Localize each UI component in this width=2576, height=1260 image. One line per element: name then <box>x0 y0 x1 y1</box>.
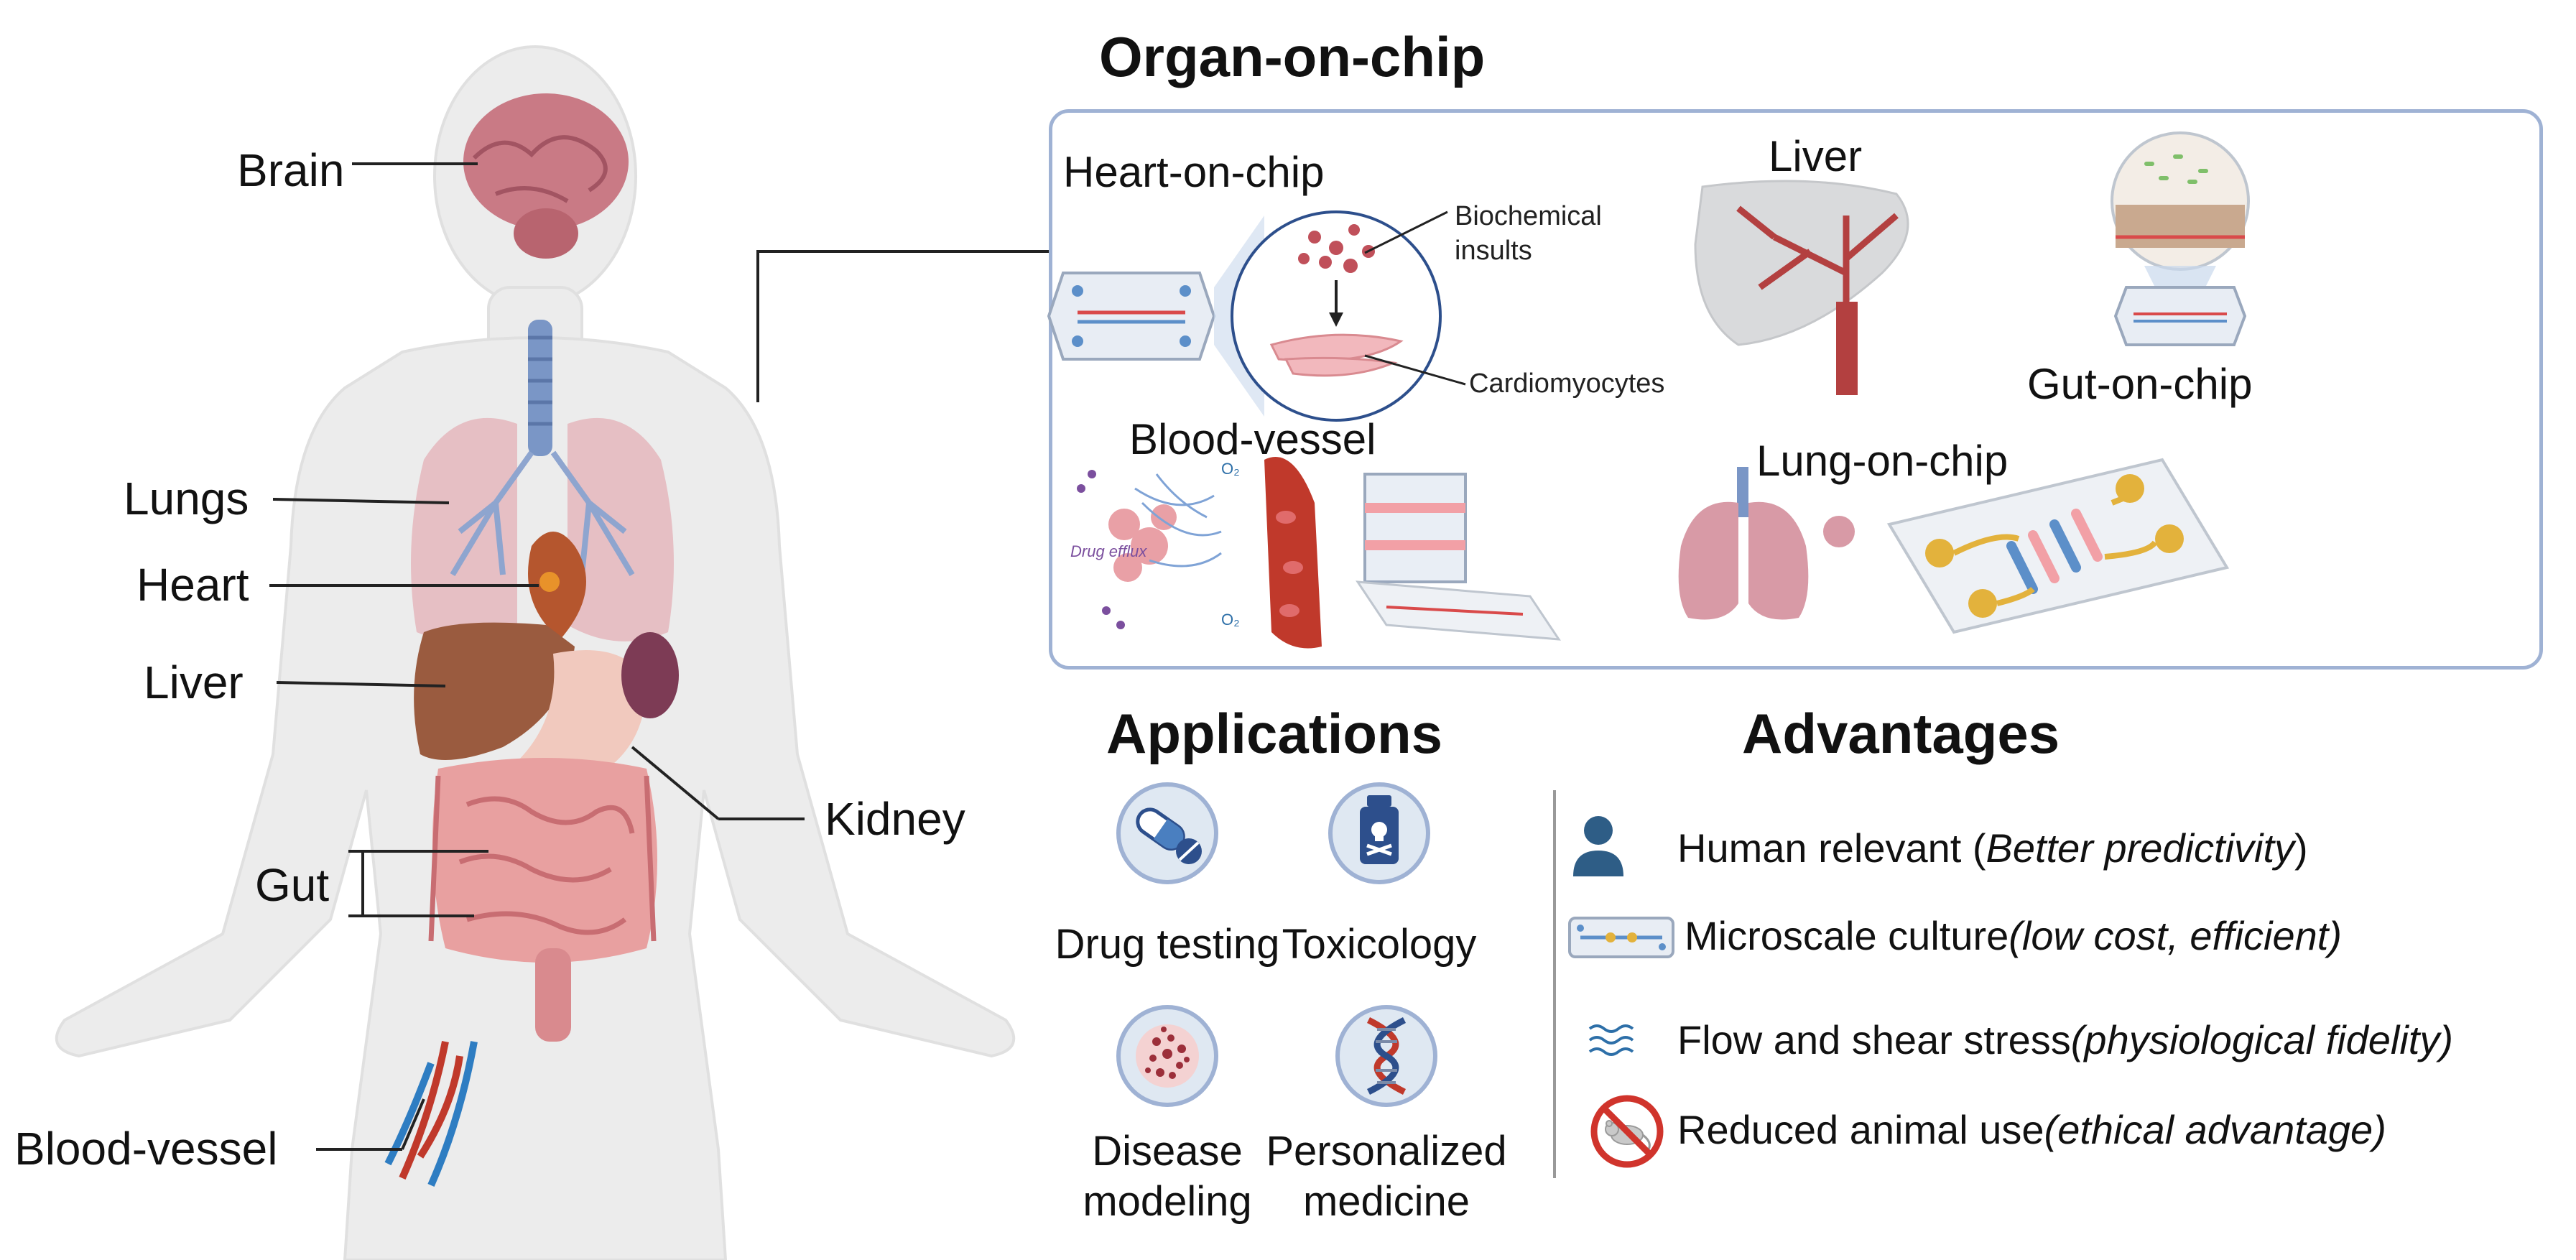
applications-heading: Applications <box>1106 702 1443 765</box>
app-label-toxicology: Toxicology <box>1282 921 1477 968</box>
label-gut: Gut <box>255 859 330 911</box>
kidney-organ <box>621 632 679 718</box>
section-divider <box>1553 790 1556 1178</box>
label-biochemical-insults: Biochemical insults <box>1455 201 1602 266</box>
label-heart-on-chip: Heart-on-chip <box>1063 148 1325 196</box>
advantage-row-human-relevant: Human relevant (Better predictivity) <box>1677 825 2308 871</box>
label-heart: Heart <box>136 559 249 611</box>
capsule-pill-icon <box>1116 782 1218 884</box>
label-blood-vessel-chip: Blood-vessel <box>1129 415 1376 463</box>
blood-vessel-organ <box>384 1041 478 1187</box>
app-label-drug-testing: Drug testing <box>1055 921 1280 968</box>
label-blood-vessel: Blood-vessel <box>14 1123 278 1175</box>
advantage-close: ) <box>2294 825 2308 871</box>
label-liver-chip: Liver <box>1769 132 1863 180</box>
advantages-heading: Advantages <box>1742 702 2060 765</box>
advantage-text: Microscale culture <box>1685 913 2009 958</box>
label-liver: Liver <box>144 657 244 708</box>
trachea-organ <box>528 320 552 456</box>
no-animal-icon <box>1590 1095 1664 1168</box>
person-icon <box>1573 816 1623 876</box>
liver-organ <box>414 622 575 760</box>
advantage-text: Human relevant ( <box>1677 825 1986 871</box>
label-cardiomyocytes: Cardiomyocytes <box>1469 369 1665 399</box>
advantage-row-reduced-animal-use: Reduced animal use (ethical advantage) <box>1677 1106 2386 1153</box>
organ-on-chip-panel <box>1049 109 2543 670</box>
organ-leader-lines <box>269 162 1049 1151</box>
advantage-note: (ethical advantage) <box>2044 1107 2386 1152</box>
advantage-note: (low cost, efficient) <box>2009 913 2342 958</box>
app-label-personalized-medicine: Personalized medicine <box>1266 1128 1507 1225</box>
stomach-organ <box>517 650 647 778</box>
advantage-row-flow-shear: Flow and shear stress (physiological fid… <box>1677 1016 2453 1063</box>
page-title: Organ-on-chip <box>1099 25 1486 88</box>
advantage-note: (physiological fidelity) <box>2070 1017 2453 1062</box>
label-lung-on-chip: Lung-on-chip <box>1756 437 2009 485</box>
human-body-illustration <box>55 45 1049 1260</box>
label-gut-on-chip: Gut-on-chip <box>2027 360 2253 408</box>
cell-cluster-icon <box>1116 1005 1218 1107</box>
microchip-icon <box>1568 917 1674 958</box>
advantage-row-microscale-culture: Microscale culture (low cost, efficient) <box>1685 912 2342 959</box>
wave-flow-icon <box>1588 1024 1634 1056</box>
label-brain: Brain <box>237 144 345 196</box>
label-lungs: Lungs <box>124 473 249 524</box>
advantage-note: Better predictivity <box>1986 825 2295 871</box>
gut-organ <box>428 758 657 1042</box>
label-kidney: Kidney <box>825 793 965 845</box>
poison-bottle-icon <box>1328 782 1430 884</box>
dna-helix-icon <box>1335 1005 1437 1107</box>
advantage-text: Reduced animal use <box>1677 1107 2044 1152</box>
heart-organ <box>528 532 586 639</box>
app-label-disease-modeling: Disease modeling <box>1083 1128 1252 1225</box>
brain-organ <box>463 93 629 259</box>
advantage-text: Flow and shear stress <box>1677 1017 2071 1062</box>
